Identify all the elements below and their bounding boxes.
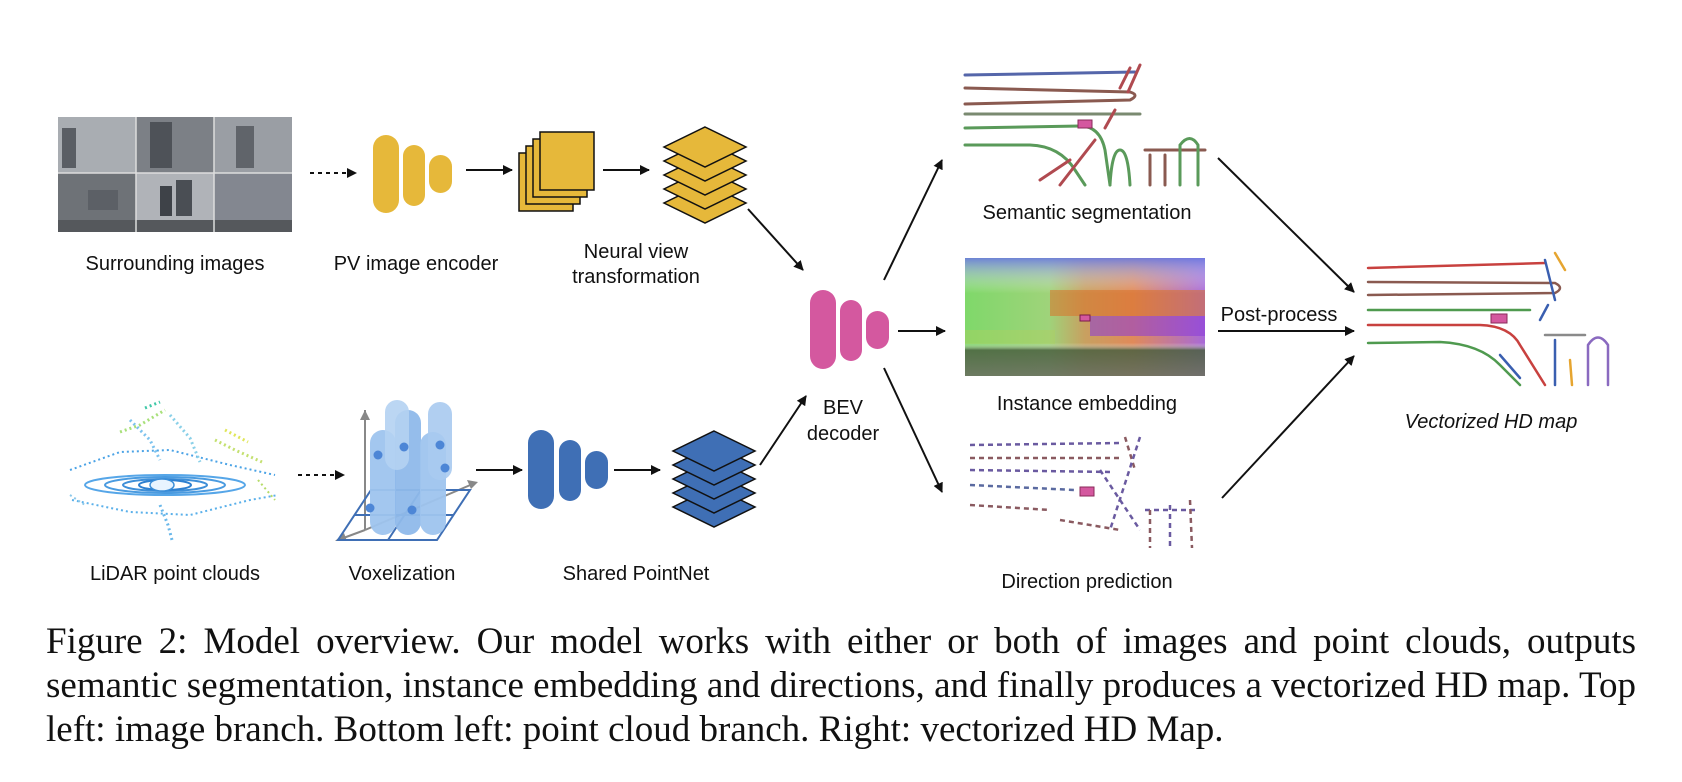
surrounding-images-thumbnail bbox=[58, 117, 292, 232]
lidar-point-clouds-label: LiDAR point clouds bbox=[90, 563, 260, 585]
bev-decoder-shape bbox=[810, 290, 889, 369]
pv-image-encoder-label: PV image encoder bbox=[334, 253, 499, 275]
lidar-point-cloud-thumbnail bbox=[69, 400, 279, 541]
bev-feature-planes-image bbox=[662, 126, 748, 224]
arrow-image-bev-to-decoder bbox=[747, 208, 804, 271]
bev-decoder-label-line1: BEV bbox=[823, 397, 864, 419]
neural-view-label-line1: Neural view bbox=[584, 241, 689, 263]
arrow-decoder-to-direction bbox=[883, 367, 943, 493]
bev-decoder-label-line2: decoder bbox=[807, 423, 880, 445]
vectorized-hd-map-label: Vectorized HD map bbox=[1405, 411, 1578, 433]
bev-feature-planes-lidar bbox=[671, 430, 757, 528]
pv-image-encoder-shape bbox=[373, 135, 452, 213]
direction-prediction-label: Direction prediction bbox=[1001, 571, 1172, 593]
voxelization-graphic bbox=[335, 400, 478, 541]
diagram-canvas: Surrounding images PV image encoder Neur… bbox=[58, 63, 1610, 593]
semantic-segmentation-map bbox=[963, 63, 1207, 187]
semantic-segmentation-label: Semantic segmentation bbox=[982, 202, 1191, 224]
shared-pointnet-label: Shared PointNet bbox=[563, 563, 710, 585]
post-process-label: Post-process bbox=[1221, 304, 1338, 326]
instance-embedding-map bbox=[965, 258, 1205, 376]
arrow-direction-to-map bbox=[1221, 355, 1355, 499]
vectorized-hd-map bbox=[1366, 251, 1610, 387]
arrow-segmentation-to-map bbox=[1217, 157, 1355, 293]
feature-maps-stack bbox=[518, 131, 595, 212]
instance-embedding-label: Instance embedding bbox=[997, 393, 1177, 415]
arrow-lidar-bev-to-decoder bbox=[759, 395, 807, 466]
direction-prediction-map bbox=[969, 436, 1195, 549]
neural-view-label-line2: transformation bbox=[572, 266, 700, 288]
arrow-decoder-to-segmentation bbox=[883, 159, 943, 281]
surrounding-images-label: Surrounding images bbox=[86, 253, 265, 275]
figure-caption: Figure 2: Model overview. Our model work… bbox=[46, 621, 1636, 750]
voxelization-label: Voxelization bbox=[349, 563, 456, 585]
shared-pointnet-shape bbox=[528, 430, 608, 509]
